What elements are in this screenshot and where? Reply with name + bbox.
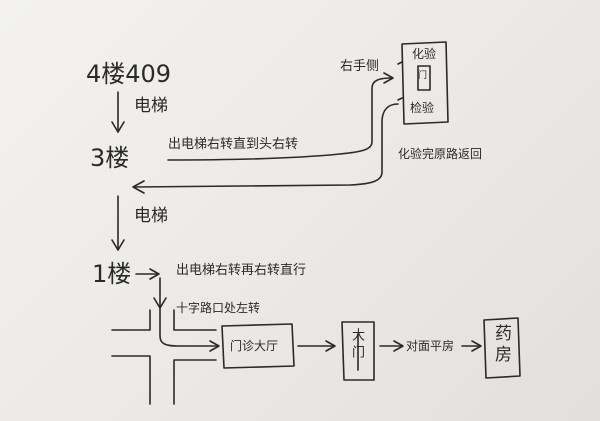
lab-door-symbol: 门	[418, 71, 428, 81]
third-floor-label: 3楼	[90, 144, 130, 172]
lab-top-label: 化验	[412, 47, 437, 61]
arrow-bungalow-to-pharmacy	[461, 340, 482, 352]
arrow-1f-right	[135, 268, 160, 280]
return-note: 化验完原路返回	[398, 147, 483, 161]
start-floor-label: 4楼409	[86, 60, 172, 88]
elevator-label-upper: 电梯	[134, 96, 168, 116]
arrow-hall-to-gate	[297, 340, 336, 352]
opposite-bungalow-label: 对面平房	[406, 339, 455, 353]
arrow-3f-to-lab	[167, 72, 394, 161]
main-gate-box	[341, 321, 375, 381]
clinic-hall-box	[221, 323, 295, 369]
arrow-gate-to-bungalow	[379, 340, 404, 352]
first-floor-route-note: 出电梯右转再右转直行	[176, 263, 307, 278]
first-floor-label: 1楼	[92, 260, 132, 288]
arrow-3f-to-1f	[111, 195, 125, 251]
pharmacy-label: 药房	[491, 324, 511, 366]
pharmacy-box	[483, 317, 521, 379]
clinic-hall-label: 门诊大厅	[230, 339, 279, 353]
corridor-walls	[111, 309, 217, 405]
right-side-note: 右手侧	[340, 59, 380, 74]
main-gate-label: 大门	[349, 328, 364, 362]
arrow-lab-return	[132, 103, 399, 194]
elevator-label-lower: 电梯	[134, 206, 168, 226]
crossroad-note: 十字路口处左转	[176, 301, 261, 315]
arrow-to-crossroad	[153, 277, 220, 352]
arrow-4f-to-3f	[111, 91, 125, 133]
third-floor-route-note: 出电梯右转直到头右转	[168, 137, 299, 152]
lab-bottom-label: 检验	[410, 101, 435, 115]
lab-room	[397, 41, 449, 125]
